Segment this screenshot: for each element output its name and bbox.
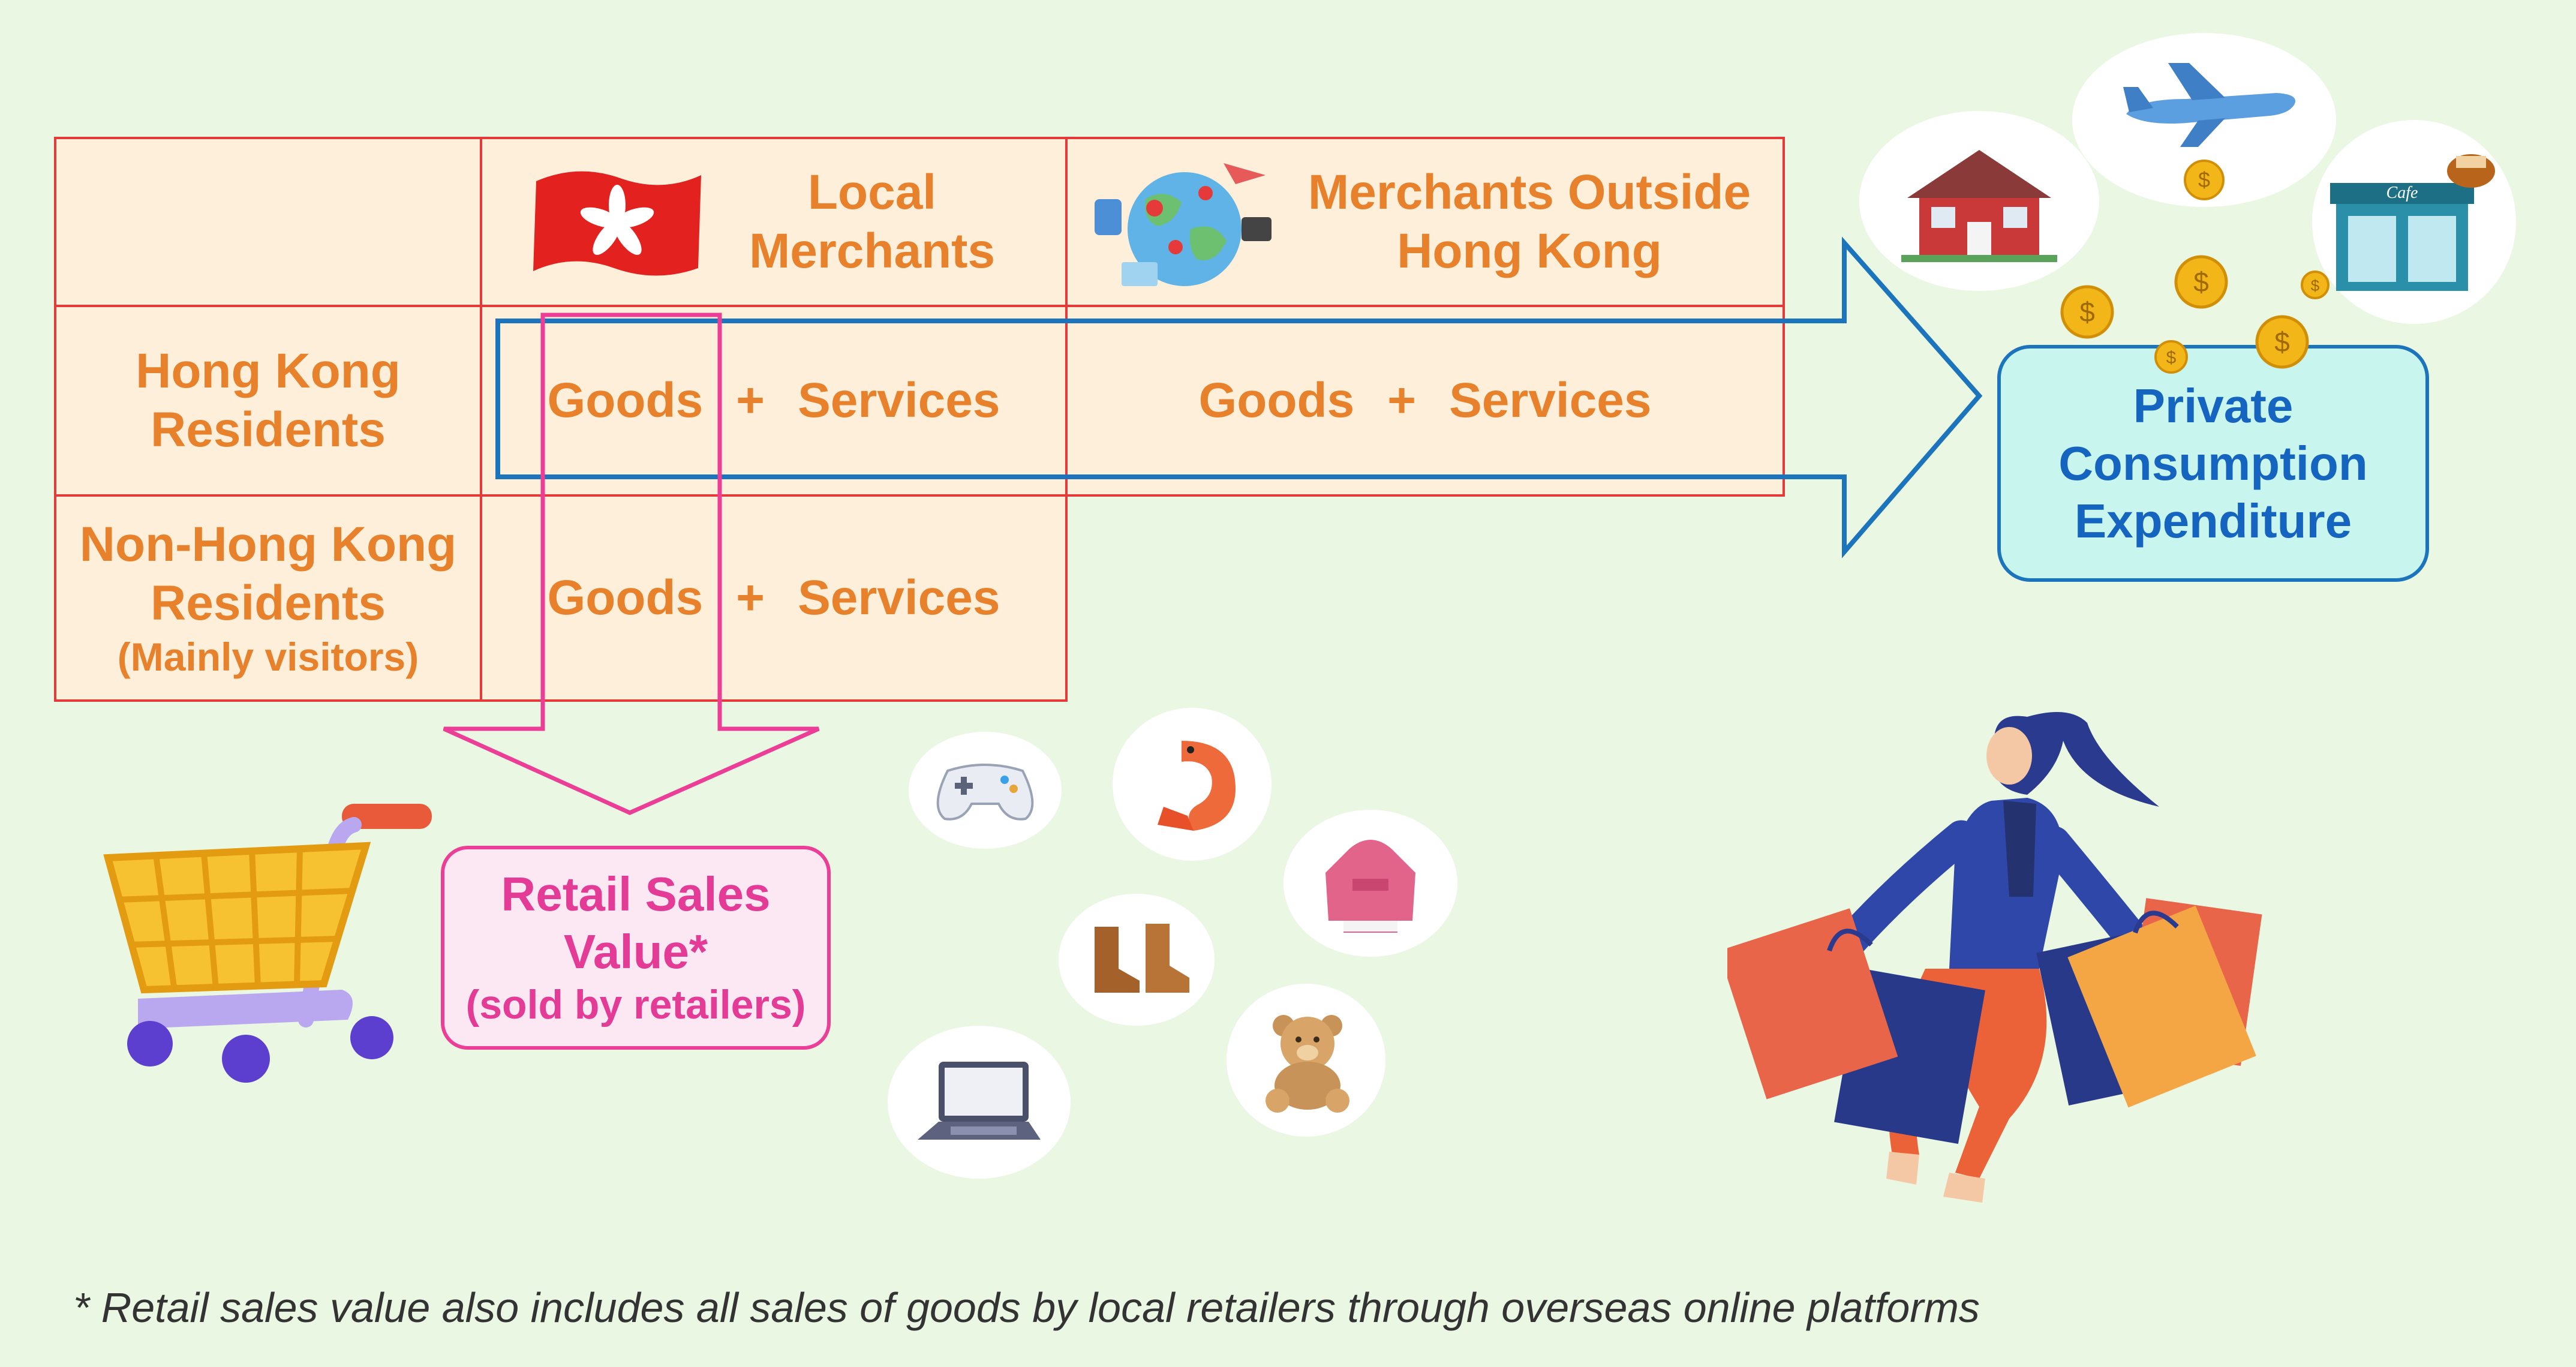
header-local-merchants: Local Merchants xyxy=(480,137,1068,307)
private-consumption-box: Private Consumption Expenditure xyxy=(1997,345,2429,582)
retail-sales-title: Retail Sales Value* xyxy=(501,867,771,979)
services-label: Services xyxy=(1449,372,1652,428)
svg-text:Cafe: Cafe xyxy=(2386,184,2418,202)
svg-text:$: $ xyxy=(2193,266,2209,298)
svg-text:$: $ xyxy=(2311,277,2320,295)
coin-icon: $ xyxy=(2184,160,2225,200)
retail-sales-arrow xyxy=(443,313,820,815)
goods-label: Goods xyxy=(1198,372,1355,428)
retail-sales-box: Retail Sales Value* (sold by retailers) xyxy=(441,846,831,1050)
house-icon xyxy=(1901,150,2057,262)
plus-label: + xyxy=(736,570,765,625)
coin-icon: $ xyxy=(2060,285,2114,339)
svg-text:$: $ xyxy=(2079,296,2095,328)
services-label: Services xyxy=(798,570,1000,625)
laptop-icon xyxy=(918,1062,1041,1140)
game-controller-bubble xyxy=(909,732,1062,849)
cafe-bubble: Cafe xyxy=(2312,120,2516,324)
cell-hk-outside: Goods + Services xyxy=(1065,305,1785,497)
goods-label: Goods xyxy=(547,372,704,428)
shrimp-icon xyxy=(1158,741,1236,831)
row-hk-residents: Hong Kong Residents xyxy=(54,305,482,497)
plus-label: + xyxy=(736,372,765,428)
row-hk-residents-label: Hong Kong Residents xyxy=(136,343,401,457)
services-label: Services xyxy=(798,372,1000,428)
airplane-bubble: $ xyxy=(2072,33,2336,207)
teddy-bear-bubble xyxy=(1227,984,1385,1137)
footnote: * Retail sales value also includes all s… xyxy=(73,1284,1980,1331)
shopper-illustration xyxy=(1727,712,2262,1203)
boots-icon xyxy=(1095,924,1189,993)
globe-travel-icon xyxy=(1095,163,1272,286)
teddy-bear-icon xyxy=(1266,1015,1349,1113)
header-merchants-outside-label: Merchants Outside Hong Kong xyxy=(1307,165,1751,279)
retail-sales-sub: (sold by retailers) xyxy=(465,982,806,1028)
header-merchants-outside: Merchants Outside Hong Kong xyxy=(1065,137,1785,307)
svg-text:$: $ xyxy=(2198,167,2210,192)
hoodie-icon xyxy=(1325,840,1415,933)
goods-label: Goods xyxy=(547,570,704,625)
boots-bubble xyxy=(1059,894,1215,1026)
house-bubble xyxy=(1859,111,2099,291)
cafe-icon: Cafe xyxy=(2330,154,2495,291)
row-nonhk-residents-note: (Mainly visitors) xyxy=(117,634,419,679)
airplane-icon xyxy=(2123,63,2295,147)
laptop-bubble xyxy=(888,1026,1071,1179)
private-consumption-label: Private Consumption Expenditure xyxy=(2058,378,2368,548)
coin-icon: $ xyxy=(2255,315,2309,369)
private-consumption-arrow xyxy=(495,236,1983,558)
table-corner-cell xyxy=(54,137,482,307)
shrimp-bubble xyxy=(1113,708,1272,861)
coin-icon: $ xyxy=(2154,340,2188,374)
row-nonhk-residents-label: Non-Hong Kong Residents xyxy=(79,517,457,631)
coins-group: $ $ $ $ $ xyxy=(2060,255,2329,374)
header-local-merchants-label: Local Merchants xyxy=(749,165,996,279)
cell-nonhk-local: Goods + Services xyxy=(480,494,1068,702)
svg-text:$: $ xyxy=(2274,326,2290,357)
shopping-cart-icon xyxy=(103,804,432,1083)
cell-hk-local: Goods + Services xyxy=(480,305,1068,497)
game-controller-icon xyxy=(936,764,1034,821)
hong-kong-flag-icon xyxy=(533,171,701,276)
coin-icon: $ xyxy=(2174,255,2228,309)
row-nonhk-residents: Non-Hong Kong Residents (Mainly visitors… xyxy=(54,494,482,702)
hoodie-bubble xyxy=(1284,810,1457,957)
svg-text:$: $ xyxy=(2166,348,2177,368)
plus-label: + xyxy=(1387,372,1417,428)
coin-icon: $ xyxy=(2301,271,2329,299)
